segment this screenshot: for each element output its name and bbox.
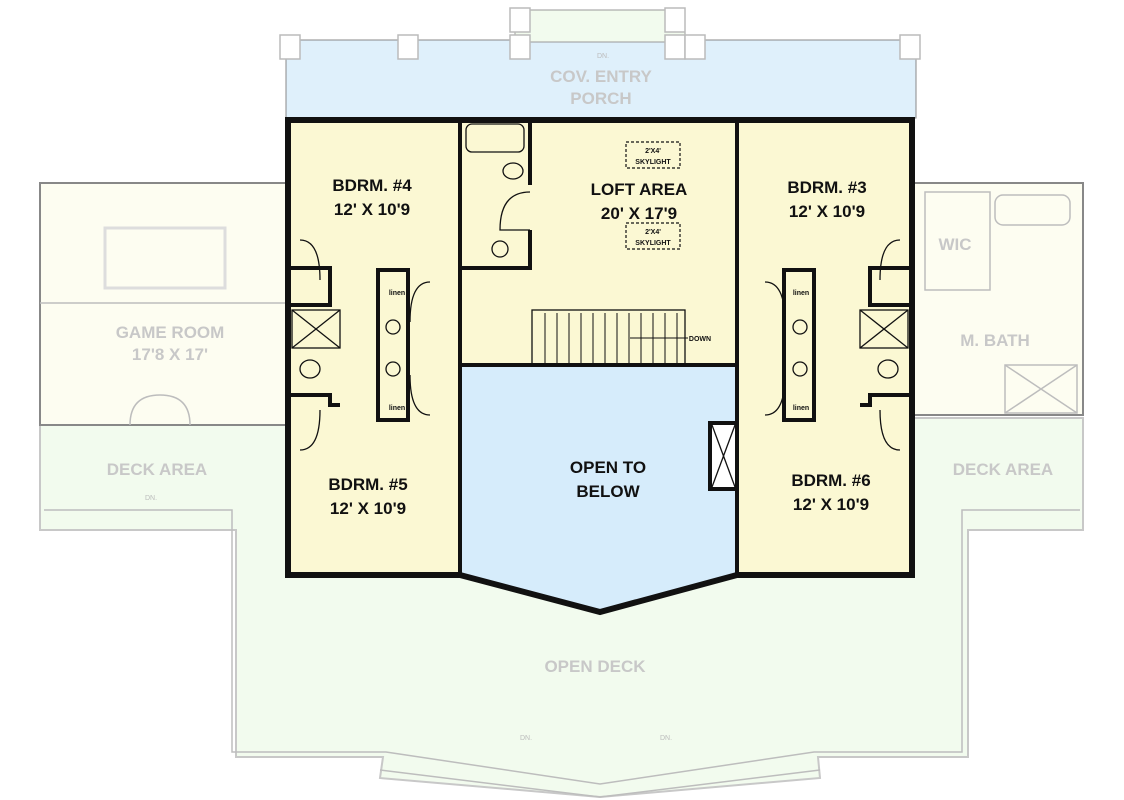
bathroom-wall [460, 230, 532, 270]
bdrm6-size: 12' X 10'9 [793, 495, 869, 514]
skylight-2 [625, 222, 681, 250]
skylight-1-label: 2'X4' [645, 148, 661, 155]
linen-label: linen [389, 405, 405, 412]
toilet-icon [502, 162, 524, 180]
deck-railing [44, 509, 1080, 785]
skylight-2-label-2: SKYLIGHT [635, 240, 671, 247]
stair-treads [544, 313, 688, 365]
sink-icon [491, 240, 509, 258]
mbath-label: M. BATH [960, 331, 1030, 350]
open-label: OPEN TO [570, 458, 646, 477]
porch-label: COV. ENTRY [550, 67, 652, 86]
porch [285, 39, 917, 119]
pool-table-icon [103, 226, 227, 290]
dn-label: DN. [145, 495, 157, 502]
left-bath-block [290, 239, 431, 451]
bedroom-6 [737, 395, 912, 575]
bdrm4-name: BDRM. #4 [332, 176, 412, 195]
exterior-wall [285, 117, 915, 616]
game-size: 17'8 X 17' [132, 345, 208, 364]
right-bath-block [764, 239, 910, 451]
door-icon [129, 394, 191, 426]
loft-area [460, 120, 737, 365]
open-to-below [460, 365, 737, 612]
bedroom-5 [288, 395, 460, 575]
linen-label: linen [793, 290, 809, 297]
skylight-2-label: 2'X4' [645, 229, 661, 236]
tub-icon [994, 194, 1071, 226]
deck-left-label: DECK AREA [107, 460, 207, 479]
open-label-2: BELOW [576, 482, 640, 501]
dn-label: DN. [520, 735, 532, 742]
door-swing [499, 191, 531, 231]
bdrm3-name: BDRM. #3 [787, 178, 866, 197]
tub-icon [465, 123, 525, 153]
open-deck-label: OPEN DECK [544, 657, 646, 676]
loft-name: LOFT AREA [591, 180, 688, 199]
bdrm3-size: 12' X 10'9 [789, 202, 865, 221]
porch-columns [279, 7, 921, 60]
linen-label: linen [389, 290, 405, 297]
bdrm5-name: BDRM. #5 [328, 475, 407, 494]
bedroom-3 [737, 120, 912, 395]
bdrm5-size: 12' X 10'9 [330, 499, 406, 518]
skylight-1 [625, 141, 681, 169]
fireplace-icon [708, 421, 739, 491]
game-room [39, 182, 287, 426]
bdrm4-size: 12' X 10'9 [334, 200, 410, 219]
stairs-bottom [379, 769, 821, 798]
game-name: GAME ROOM [116, 323, 225, 342]
bdrm6-name: BDRM. #6 [791, 471, 870, 490]
wic-label: WIC [938, 235, 971, 254]
dn-label: DN. [660, 735, 672, 742]
dn-label: DN. [597, 53, 609, 60]
porch-label-2: PORCH [570, 89, 631, 108]
skylight-1-label-2: SKYLIGHT [635, 159, 671, 166]
deck-right-label: DECK AREA [953, 460, 1053, 479]
loft-size: 20' X 17'9 [601, 204, 677, 223]
linen-label: linen [793, 405, 809, 412]
stairs-down-label: DOWN [689, 336, 711, 343]
bedroom-4 [288, 120, 460, 395]
master-wing [912, 182, 1084, 416]
